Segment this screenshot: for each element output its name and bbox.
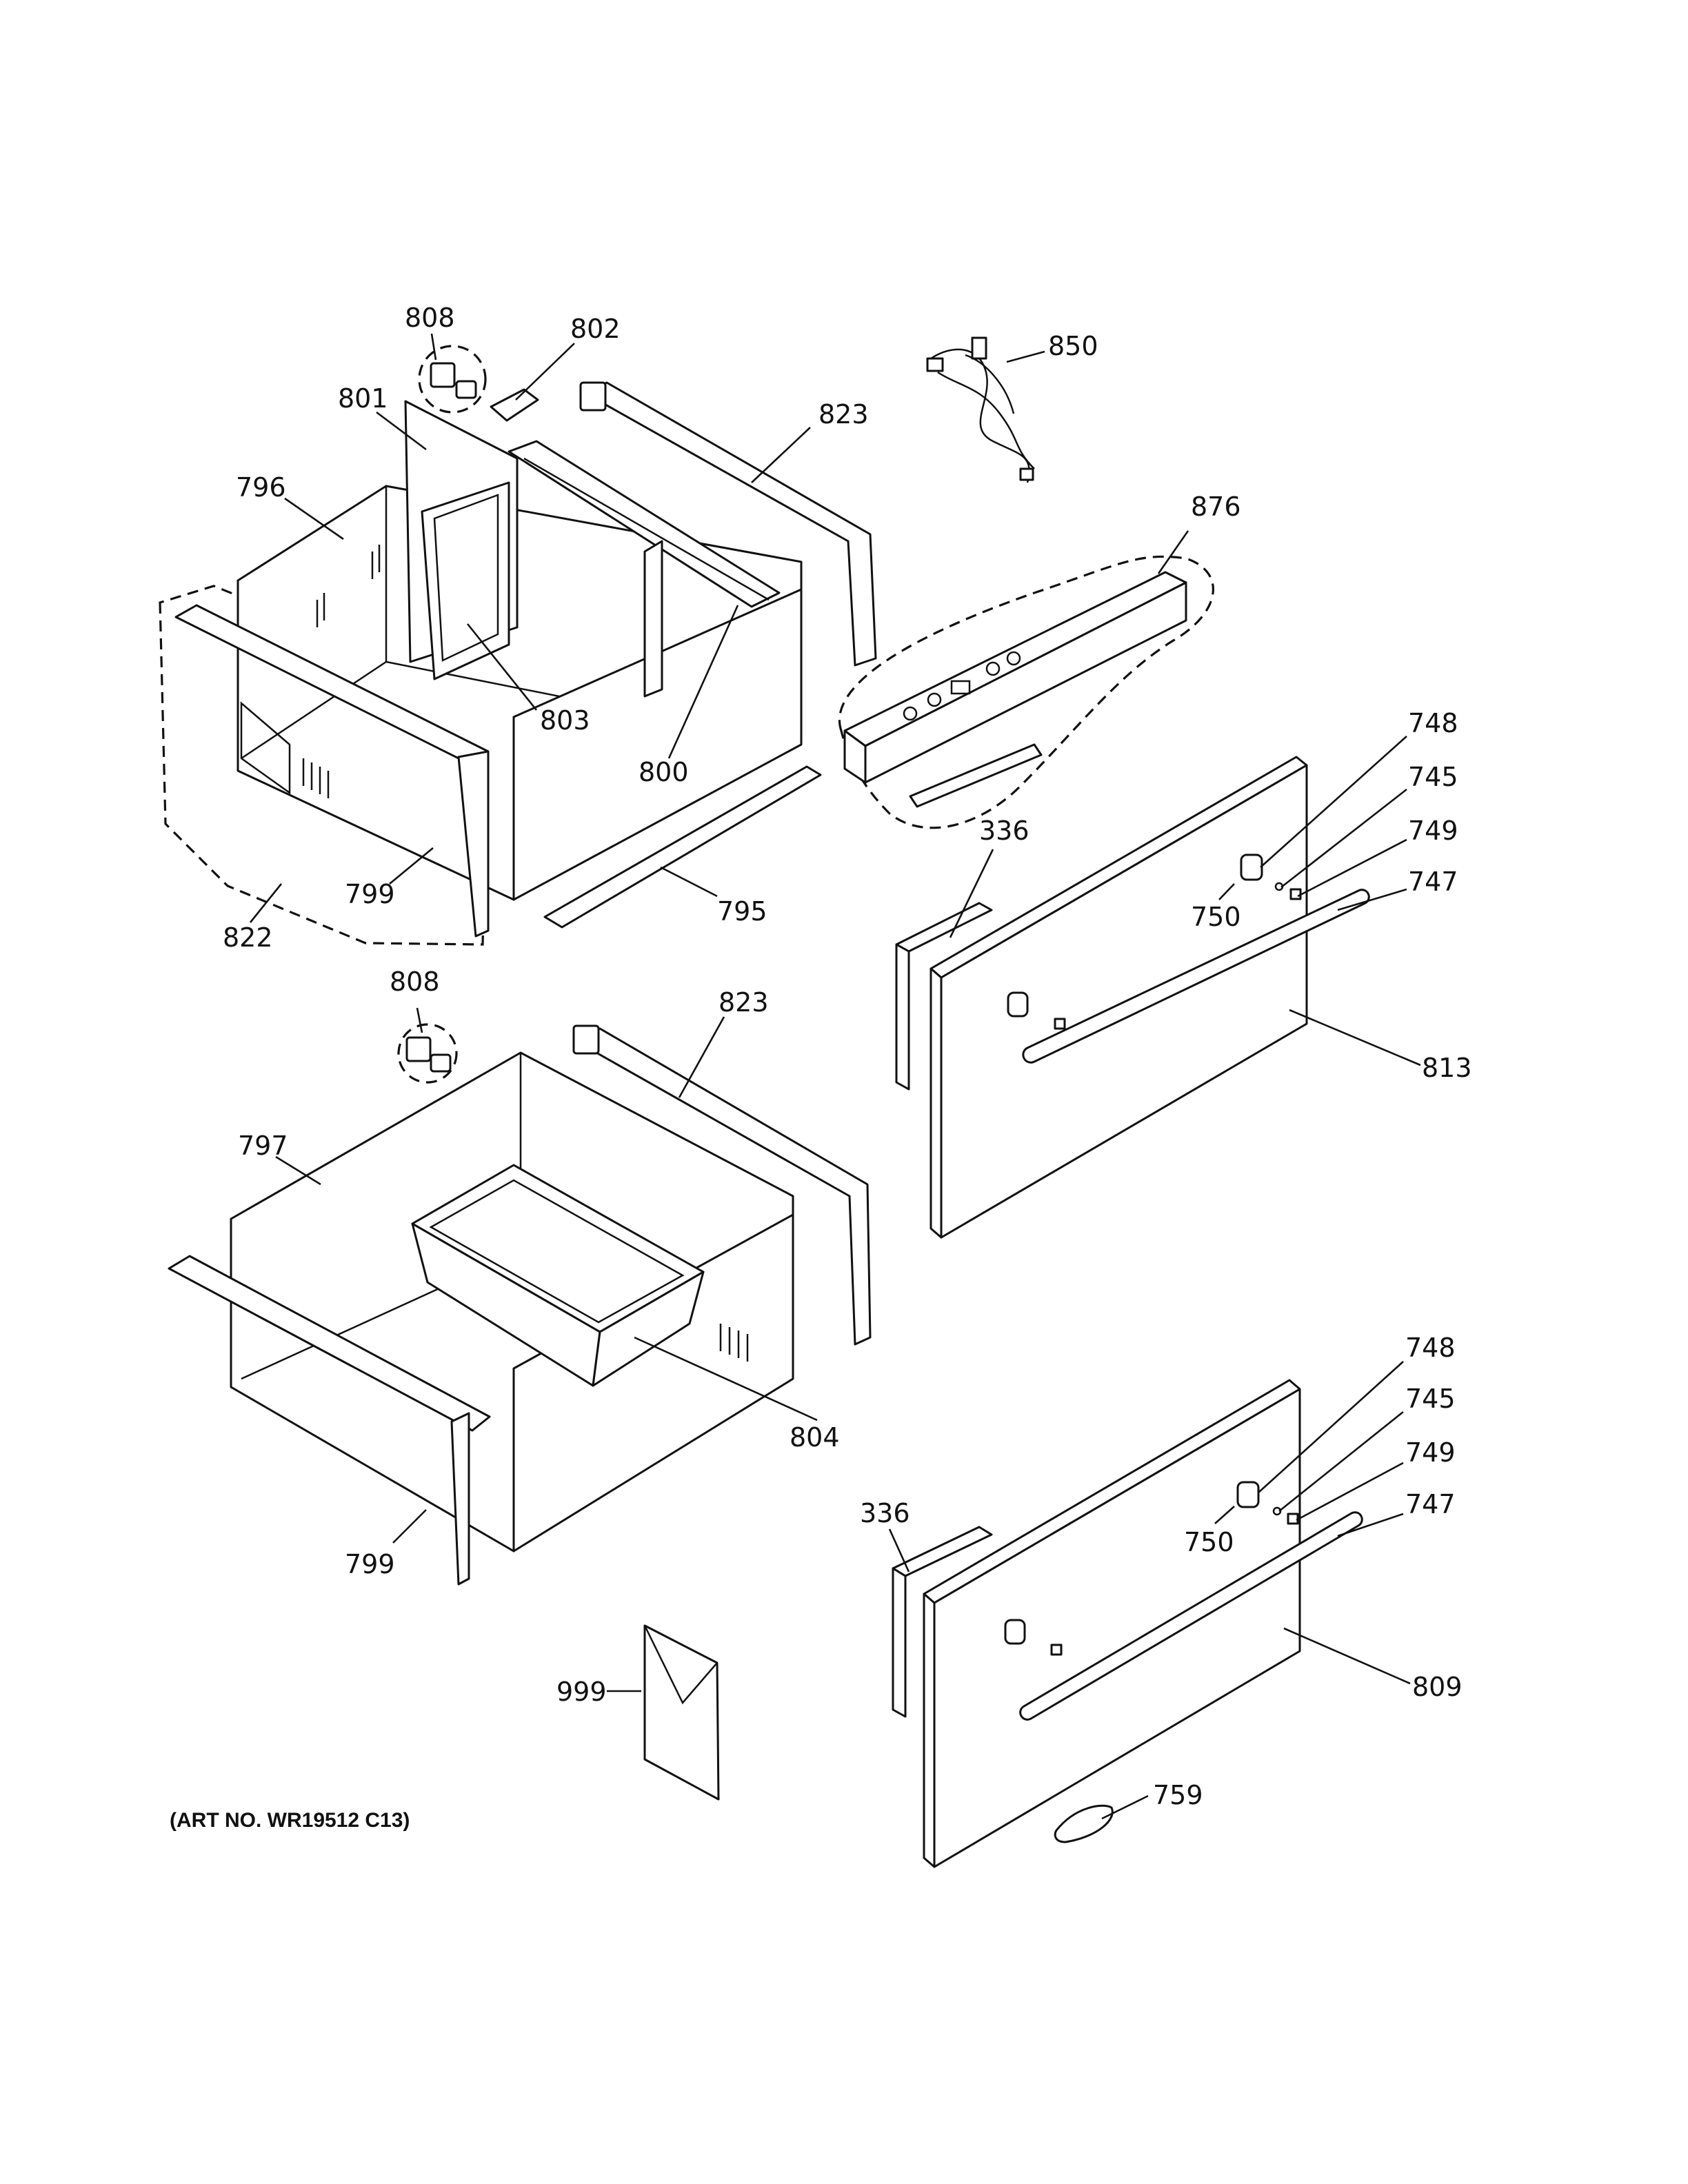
part-804-bin [411,1164,705,1387]
callout-745-top: 745 [1408,762,1458,792]
part-796-drawer-box [237,485,803,901]
part-799-bottom-front-frame [168,1255,491,1586]
handle-mount-bottom-right [1236,1481,1299,1525]
part-850-wire-harness [926,336,1035,483]
callout-801: 801 [338,383,388,414]
callout-800: 800 [639,757,689,787]
part-823-mid-slide [572,1024,872,1346]
callout-336-top: 336 [979,816,1029,846]
callout-labels: 808 802 850 801 823 796 876 803 800 748 … [223,303,1472,1810]
part-759-badge [1054,1804,1114,1843]
callout-745-bottom: 745 [1405,1384,1456,1414]
callout-808-top: 808 [405,303,455,333]
part-795-rail [543,765,822,929]
part-747-bottom-handle [1019,1511,1363,1721]
callout-795: 795 [717,896,767,927]
lower-drawer-assembly [168,1023,872,1801]
part-808-mid-clip [397,1023,458,1084]
callout-799-bottom: 799 [345,1549,395,1579]
callout-750-top: 750 [1191,902,1241,932]
part-808-top-clip [418,345,487,414]
part-336-bottom-gasket [892,1526,993,1718]
upper-drawer-assembly [159,345,877,946]
callout-747-top: 747 [1408,867,1458,897]
part-802-bracket [490,388,539,422]
handle-mount-bottom-left [1004,1619,1063,1656]
callout-822: 822 [223,922,273,953]
callout-876: 876 [1191,492,1241,522]
callout-808-mid: 808 [390,967,440,997]
part-747-top-handle [1022,889,1370,1064]
leader-lines [249,333,1421,1820]
handle-mount-top-right [1240,853,1302,900]
part-813-upper-door [895,756,1370,1239]
callout-797: 797 [238,1131,288,1161]
callout-759: 759 [1153,1780,1203,1810]
part-876-control-panel [838,555,1214,829]
callout-796: 796 [236,472,286,503]
callout-749-top: 749 [1408,816,1458,846]
callout-799-top: 799 [345,879,395,909]
callout-750-bottom: 750 [1184,1527,1234,1557]
part-809-lower-door [892,1379,1363,1868]
callout-336-bottom: 336 [860,1498,910,1528]
part-800-rail-frame [508,440,781,698]
callout-747-bottom: 747 [1405,1489,1456,1519]
callout-748-bottom: 748 [1405,1333,1456,1363]
callout-823-mid: 823 [719,987,769,1018]
part-799-top-front-frame [174,604,490,938]
callout-809: 809 [1412,1672,1463,1702]
part-803-frame [421,481,510,680]
callout-813: 813 [1422,1053,1472,1083]
part-823-top-slide [579,381,877,667]
part-336-top-gasket [895,902,993,1091]
callout-823-top: 823 [818,399,869,429]
callout-850: 850 [1048,331,1098,361]
art-number: (ART NO. WR19512 C13) [170,1809,410,1832]
callout-804: 804 [790,1422,840,1453]
callout-803: 803 [540,705,590,736]
callout-748-top: 748 [1408,708,1458,738]
handle-mount-top-left [1007,991,1066,1030]
callout-749-bottom: 749 [1405,1437,1456,1468]
callout-802: 802 [570,314,621,344]
part-999-literature [643,1624,720,1801]
callout-999: 999 [556,1677,607,1707]
